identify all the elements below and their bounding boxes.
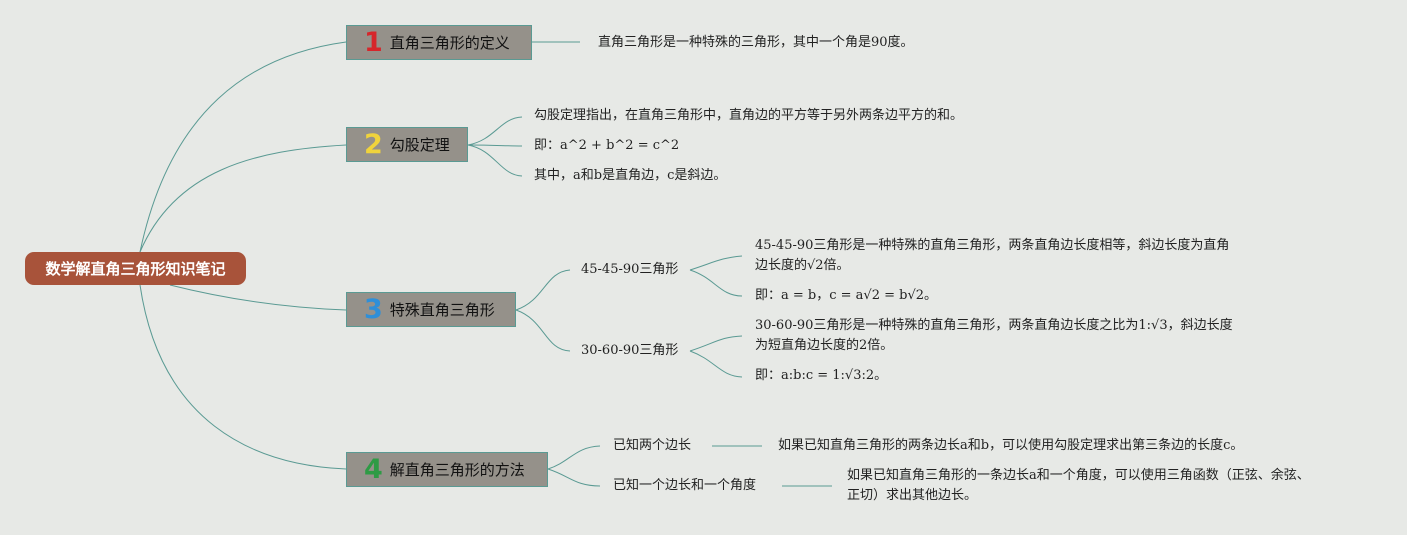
link-root-branch2	[139, 144, 347, 253]
branch-label: 特殊直角三角形	[389, 301, 495, 319]
link-s1-leaf1	[689, 255, 743, 271]
leaf-text: 边长度的√2倍。	[755, 258, 850, 273]
branch-label: 勾股定理	[389, 136, 450, 154]
branch-label: 解直角三角形的方法	[389, 461, 525, 479]
branch-label: 直角三角形的定义	[389, 34, 510, 52]
subtopic-30-60-90[interactable]: 30-60-90三角形	[581, 343, 679, 358]
root-topic[interactable]: 数学解直角三角形知识笔记	[25, 252, 246, 285]
leaf-text: 为短直角边长度的2倍。	[755, 338, 894, 353]
number-badge: 1	[364, 27, 383, 58]
link-b4-sub2	[547, 468, 601, 487]
leaf-text: 即：a:b:c = 1:√3:2。	[755, 368, 888, 383]
leaf-text: 45-45-90三角形是一种特殊的直角三角形，两条直角边长度相等，斜边长度为直角	[755, 238, 1230, 253]
link-b2-leaf2	[467, 144, 523, 147]
link-root-branch1	[139, 41, 347, 253]
number-badge: 3	[364, 294, 383, 325]
number-badge: 4	[364, 454, 383, 485]
leaf-text: 即：a = b，c = a√2 = b√2。	[755, 288, 938, 303]
leaf-text: 正切）求出其他边长。	[847, 488, 978, 503]
branch-2-pythagorean[interactable]: 2 勾股定理	[346, 127, 468, 162]
number-badge: 2	[364, 129, 383, 160]
subtopic-45-45-90[interactable]: 45-45-90三角形	[581, 262, 679, 277]
link-b2-leaf1	[467, 116, 523, 146]
link-s2-leaf2	[689, 350, 743, 378]
leaf-text: 即：a^2 + b^2 = c^2	[534, 138, 680, 153]
link-s2-leaf1	[689, 335, 743, 352]
link-b4-sub1	[547, 445, 601, 470]
leaf-text: 如果已知直角三角形的两条边长a和b，可以使用勾股定理求出第三条边的长度c。	[778, 438, 1244, 453]
link-s1-leaf2	[689, 269, 743, 297]
link-b2-leaf3	[467, 144, 523, 177]
link-b3-sub2	[515, 309, 571, 352]
link-root-branch4	[139, 284, 347, 470]
branch-1-definition[interactable]: 1 直角三角形的定义	[346, 25, 532, 60]
leaf-text: 如果已知直角三角形的一条边长a和一个角度，可以使用三角函数（正弦、余弦、	[847, 468, 1310, 483]
link-b3-sub1	[515, 269, 571, 311]
leaf-text: 勾股定理指出，在直角三角形中，直角边的平方等于另外两条边平方的和。	[534, 108, 964, 123]
branch-3-special-triangles[interactable]: 3 特殊直角三角形	[346, 292, 516, 327]
leaf-text: 直角三角形是一种特殊的三角形，其中一个角是90度。	[598, 35, 914, 50]
subtopic-side-and-angle-known[interactable]: 已知一个边长和一个角度	[613, 478, 757, 493]
leaf-text: 其中，a和b是直角边，c是斜边。	[534, 168, 727, 183]
leaf-text: 30-60-90三角形是一种特殊的直角三角形，两条直角边长度之比为1:√3，斜边…	[755, 318, 1233, 333]
branch-4-solving-methods[interactable]: 4 解直角三角形的方法	[346, 452, 548, 487]
link-root-branch3	[169, 284, 347, 311]
subtopic-two-sides-known[interactable]: 已知两个边长	[613, 438, 692, 453]
